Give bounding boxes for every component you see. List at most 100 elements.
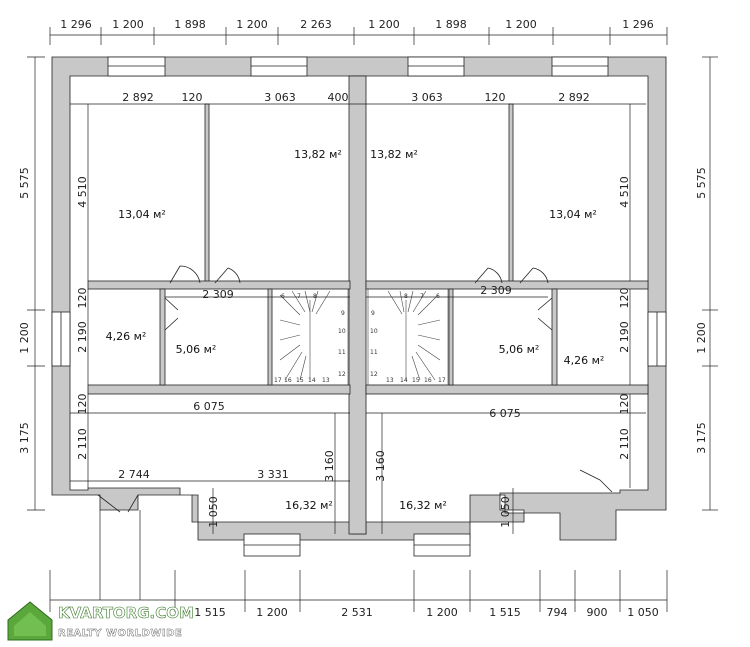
partition-wall (159, 288, 166, 386)
dim-label: 2 531 (341, 606, 373, 619)
dimension-lines (27, 27, 718, 612)
dims-left: 5 575 1 200 3 175 (18, 167, 31, 454)
dim-label: 4 510 (618, 176, 631, 208)
partition-wall (448, 288, 454, 386)
room-area-label: 16,32 м² (399, 499, 447, 512)
stair-step-number: 10 (338, 328, 346, 335)
stair-step-number: 14 (400, 377, 408, 384)
dim-label: 3 175 (18, 422, 31, 454)
stair-step-number: 7 (420, 293, 424, 300)
staircase-left (271, 288, 349, 386)
stair-step-number: 15 (296, 377, 304, 384)
dim-label: 3 331 (257, 468, 289, 481)
stair-step-number: 13 (386, 377, 394, 384)
partition-wall (204, 103, 210, 285)
room-area-label: 13,82 м² (370, 148, 418, 161)
room-area-label: 13,82 м² (294, 148, 342, 161)
dim-label: 1 050 (627, 606, 659, 619)
partition-wall (365, 384, 649, 395)
room-area-label: 4,26 м² (564, 354, 605, 367)
dim-label: 400 (328, 91, 349, 104)
stair-step-number: 10 (370, 328, 378, 335)
stair-step-number: 17 (274, 377, 282, 384)
stair-step-number: 11 (338, 349, 346, 356)
dim-label: 120 (618, 288, 631, 309)
partition-wall (87, 280, 351, 290)
dim-label: 2 892 (122, 91, 154, 104)
dim-label: 794 (547, 606, 568, 619)
partition-wall (508, 103, 514, 285)
dim-label: 1 050 (207, 496, 220, 528)
dims-bottom: 1 515 1 200 2 531 1 200 1 515 794 900 1 … (194, 606, 659, 619)
dim-label: 1 515 (489, 606, 521, 619)
dim-label: 1 200 (426, 606, 458, 619)
dim-label: 3 063 (264, 91, 296, 104)
house-icon (7, 601, 53, 641)
dim-label: 1 200 (112, 18, 144, 31)
stair-step-number: 14 (308, 377, 316, 384)
dim-label: 2 309 (480, 284, 512, 297)
dim-label: 2 110 (618, 428, 631, 460)
dim-label: 4 510 (76, 176, 89, 208)
room-area-label: 5,06 м² (176, 343, 217, 356)
room-area-label: 5,06 м² (499, 343, 540, 356)
dim-label: 2 744 (118, 468, 150, 481)
dim-label: 120 (618, 394, 631, 415)
windows (51, 56, 667, 557)
dim-label: 1 200 (236, 18, 268, 31)
room-area-label: 13,04 м² (549, 208, 597, 221)
partition-wall (267, 288, 273, 386)
dim-label: 1 296 (60, 18, 92, 31)
stair-step-numbers-left: 6 7 8 9 10 11 12 13 14 15 16 17 (274, 293, 346, 384)
dim-label: 1 898 (174, 18, 206, 31)
stair-step-number: 12 (338, 371, 346, 378)
dims-interior: 2 892 120 3 063 400 3 063 120 2 892 4 51… (76, 91, 631, 528)
room-areas: 13,04 м² 13,82 м² 13,82 м² 13,04 м² 4,26… (106, 148, 605, 512)
dim-label: 1 200 (256, 606, 288, 619)
watermark-brand: KVARTORG.COM (58, 604, 194, 622)
dim-label: 120 (485, 91, 506, 104)
watermark-tagline: REALTY WORLDWIDE (58, 628, 182, 639)
dim-label: 1 296 (622, 18, 654, 31)
partition-wall (551, 288, 558, 386)
stair-step-number: 15 (412, 377, 420, 384)
stair-step-number: 9 (341, 310, 345, 317)
dim-label: 3 063 (411, 91, 443, 104)
staircase-right (367, 288, 449, 386)
dims-right: 5 575 1 200 3 175 (695, 167, 708, 454)
dim-label: 1 200 (18, 322, 31, 354)
dim-label: 1 898 (435, 18, 467, 31)
dim-label: 5 575 (695, 167, 708, 199)
dim-label: 6 075 (193, 400, 225, 413)
dim-label: 2 263 (300, 18, 332, 31)
stair-step-number: 11 (370, 349, 378, 356)
partition-wall (87, 384, 351, 395)
party-wall (348, 75, 367, 535)
dim-label: 2 892 (558, 91, 590, 104)
dim-label: 2 190 (618, 321, 631, 353)
stair-step-number: 8 (404, 293, 408, 300)
dim-label: 3 160 (323, 450, 336, 482)
dim-label: 120 (182, 91, 203, 104)
dim-label: 3 160 (374, 450, 387, 482)
dims-top: 1 296 1 200 1 898 1 200 2 263 1 200 1 89… (60, 18, 654, 31)
stair-step-number: 8 (313, 293, 317, 300)
dim-label: 2 309 (202, 288, 234, 301)
stair-step-number: 7 (297, 293, 301, 300)
stair-step-number: 12 (370, 371, 378, 378)
room-area-label: 4,26 м² (106, 330, 147, 343)
stair-step-number: 17 (438, 377, 446, 384)
dim-label: 1 050 (499, 496, 512, 528)
dim-label: 5 575 (18, 167, 31, 199)
dim-label: 1 515 (194, 606, 226, 619)
walls (51, 56, 667, 541)
dim-label: 1 200 (505, 18, 537, 31)
dim-label: 1 200 (368, 18, 400, 31)
dim-label: 2 190 (76, 321, 89, 353)
stair-step-number: 6 (281, 293, 285, 300)
stair-step-number: 16 (284, 377, 292, 384)
dim-label: 3 175 (695, 422, 708, 454)
dim-label: 120 (76, 394, 89, 415)
